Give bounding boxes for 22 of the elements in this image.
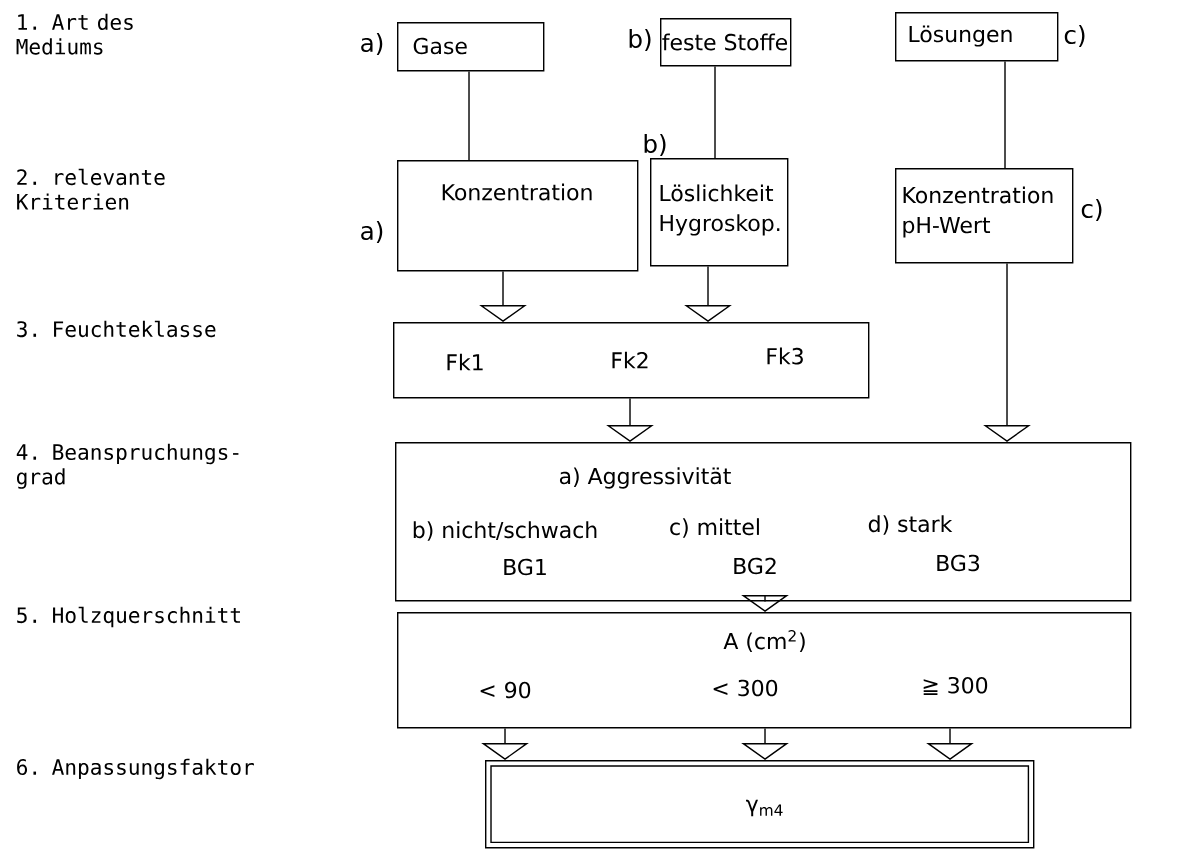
process-box: Fk1 Fk2 Fk3 bbox=[393, 322, 870, 399]
row-label: 5. Holzquerschnitt bbox=[17, 606, 240, 628]
node-label: c) bbox=[1081, 199, 1102, 221]
row-label: 6. Anpassungsfaktor bbox=[17, 758, 254, 780]
node-label: b) bbox=[644, 134, 666, 156]
node-label: c) bbox=[1064, 25, 1085, 47]
node-label: b) bbox=[629, 29, 651, 51]
node-label: a) bbox=[361, 221, 383, 243]
process-box: b) Löslichkeit Hygroskop. bbox=[644, 134, 789, 267]
process-box: Lösungen c) bbox=[895, 12, 1085, 62]
row-label: 2. relevante Kriterien bbox=[17, 168, 165, 210]
row-label: 1. Art des Mediums bbox=[16, 13, 133, 55]
node-label: a) bbox=[361, 33, 383, 55]
process-box: a) Gase bbox=[361, 22, 545, 72]
process-box: Konzentration pH-Wert c) bbox=[895, 168, 1102, 264]
process-box: a) Aggressivität b) nicht/schwach c) mittel d) stark BG1 BG2 BG3 bbox=[395, 442, 1132, 602]
row-label: 4. Beanspruchungs- grad bbox=[16, 443, 239, 489]
process-box: b) feste Stoffe bbox=[629, 18, 792, 67]
double-frame-box: γ$_{m4}$ bbox=[485, 760, 1035, 849]
process-box: A (cm$^{2}$) < 90 < 300 ≧ 300 bbox=[397, 612, 1132, 729]
row-label: 3. Feuchteklasse bbox=[17, 320, 216, 338]
process-box: a) Konzentration bbox=[361, 160, 639, 272]
